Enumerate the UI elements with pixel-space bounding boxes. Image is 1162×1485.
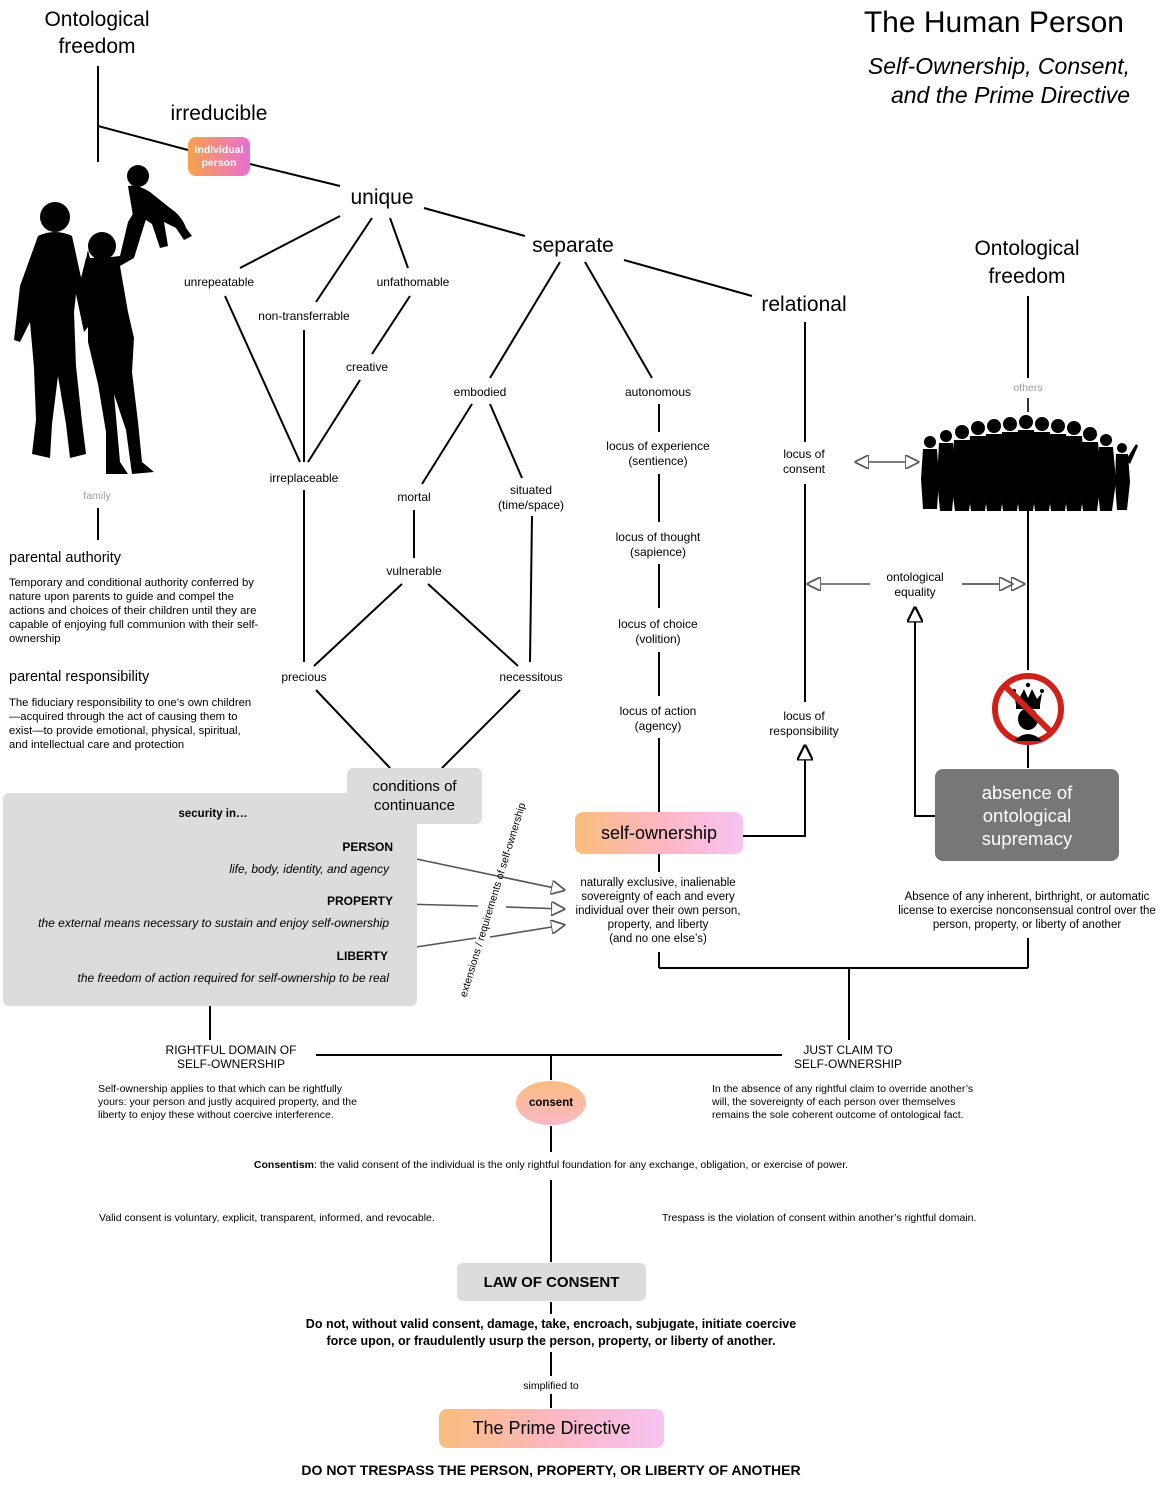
situated-node-line2: (time/space) <box>497 498 565 512</box>
locus-consent-line1: locus of <box>783 447 825 461</box>
unrepeatable-node: unrepeatable <box>183 275 255 289</box>
security-panel <box>3 793 417 1006</box>
security-person-desc: life, body, identity, and agency <box>229 862 389 876</box>
ontological-freedom-right-line2: freedom <box>988 265 1066 288</box>
family-label: family <box>83 490 111 502</box>
rightful-domain-line2: SELF-OWNERSHIP <box>176 1057 286 1071</box>
prime-directive-text: DO NOT TRESPASS THE PERSON, PROPERTY, OR… <box>301 1462 801 1478</box>
locus-responsibility-line2: responsibility <box>769 724 839 738</box>
self-ownership-def-4: property, and liberty <box>607 919 709 931</box>
law-text-line2: force upon, or fraudulently usurp the pe… <box>326 1334 776 1348</box>
security-property: PROPERTY <box>326 894 393 908</box>
just-claim-text: In the absence of any rightful claim to … <box>712 1083 974 1121</box>
family-silhouette-icon <box>14 165 192 474</box>
rightful-domain-line1: RIGHTFUL DOMAIN OF <box>165 1043 297 1057</box>
locus-experience-line1: locus of experience <box>606 439 710 453</box>
conditions-of-continuance-box: conditions of continuance <box>347 768 482 824</box>
rightful-domain-text: Self-ownership applies to that which can… <box>98 1083 357 1121</box>
ontological-freedom-left-line1: Ontological <box>44 8 150 31</box>
consent-bubble: consent <box>516 1081 586 1125</box>
irreplaceable-node: irreplaceable <box>269 471 339 485</box>
trespass-text: Trespass is the violation of consent wit… <box>662 1212 977 1224</box>
security-liberty-desc: the freedom of action required for self-… <box>77 971 389 985</box>
absence-of-supremacy-box: absence of ontological supremacy <box>935 769 1119 861</box>
security-liberty: LIBERTY <box>336 949 388 963</box>
locus-action-line2: (agency) <box>634 719 682 733</box>
locus-responsibility-line1: locus of <box>783 709 825 723</box>
self-ownership-def-5: (and no one else’s) <box>609 933 707 945</box>
conditions-line1: conditions of <box>372 778 457 795</box>
page-subtitle-line1: Self-Ownership, Consent, <box>867 53 1130 79</box>
unique-node: unique <box>350 186 414 209</box>
autonomous-node: autonomous <box>624 385 692 399</box>
ontological-freedom-right-line1: Ontological <box>974 237 1080 260</box>
security-heading: security in… <box>178 808 248 820</box>
individual-person-badge: individual person <box>188 137 250 176</box>
consentism-term: Consentism <box>253 1159 314 1171</box>
just-claim-line1: JUST CLAIM TO <box>803 1043 893 1057</box>
ontological-equality-line2: equality <box>894 585 936 599</box>
just-claim-line2: SELF-OWNERSHIP <box>793 1057 903 1071</box>
irreducible-label: irreducible <box>170 102 268 125</box>
prime-directive-box: The Prime Directive <box>439 1409 664 1448</box>
parental-authority-text: Temporary and conditional authority conf… <box>9 577 259 645</box>
absence-text: Absence of any inherent, birthright, or … <box>898 891 1156 931</box>
embodied-node: embodied <box>453 385 507 399</box>
parental-authority-title: parental authority <box>9 550 122 566</box>
absence-line3: supremacy <box>981 827 1073 849</box>
non-transferrable-node: non-transferrable <box>258 309 350 323</box>
security-person: PERSON <box>342 840 393 854</box>
crowd-silhouette-icon <box>921 415 1138 511</box>
precious-node: precious <box>281 670 327 684</box>
locus-action-line1: locus of action <box>619 704 697 718</box>
simplified-to-label: simplified to <box>523 1380 579 1392</box>
page-subtitle-line2: and the Prime Directive <box>890 82 1130 108</box>
valid-consent-text: Valid consent is voluntary, explicit, tr… <box>99 1212 435 1224</box>
self-ownership-def-1: naturally exclusive, inalienable <box>580 877 736 889</box>
locus-thought-line2: (sapience) <box>629 545 687 559</box>
situated-node-line1: situated <box>509 483 553 497</box>
locus-experience-line2: (sentience) <box>628 454 688 468</box>
consentism-statement: Consentism: the valid consent of the ind… <box>254 1159 848 1171</box>
self-ownership-box: self-ownership <box>575 812 743 854</box>
locus-thought-line1: locus of thought <box>615 530 701 544</box>
creative-node: creative <box>345 360 389 374</box>
page-title: The Human Person <box>863 6 1124 39</box>
ontological-freedom-left-line2: freedom <box>58 35 136 58</box>
conditions-line2: continuance <box>374 797 455 814</box>
security-property-desc: the external means necessary to sustain … <box>38 916 389 930</box>
parental-responsibility-title: parental responsibility <box>9 669 150 685</box>
others-label: others <box>1013 382 1043 394</box>
locus-choice-line2: (volition) <box>635 632 681 646</box>
individual-person-line1: individual <box>194 143 244 156</box>
self-ownership-def-2: sovereignty of each and every <box>581 891 735 903</box>
relational-node: relational <box>761 293 847 316</box>
parental-responsibility-text: The fiduciary responsibility to one’s ow… <box>9 697 252 751</box>
locus-choice-line1: locus of choice <box>618 617 698 631</box>
mortal-node: mortal <box>397 490 431 504</box>
unfathomable-node: unfathomable <box>376 275 450 289</box>
no-king-icon <box>992 673 1064 745</box>
absence-line1: absence of <box>981 781 1073 803</box>
vulnerable-node: vulnerable <box>386 564 442 578</box>
ontological-equality-line1: ontological <box>886 570 944 584</box>
necessitous-node: necessitous <box>499 670 563 684</box>
law-text-line1: Do not, without valid consent, damage, t… <box>305 1317 797 1331</box>
individual-person-line2: person <box>201 156 237 169</box>
separate-node: separate <box>532 234 614 257</box>
locus-consent-line2: consent <box>782 462 826 476</box>
self-ownership-def-3: individual over their own person, <box>575 905 741 917</box>
law-of-consent-box: LAW OF CONSENT <box>457 1263 646 1301</box>
absence-line2: ontological <box>982 804 1072 826</box>
consentism-text: : the valid consent of the individual is… <box>314 1159 849 1171</box>
